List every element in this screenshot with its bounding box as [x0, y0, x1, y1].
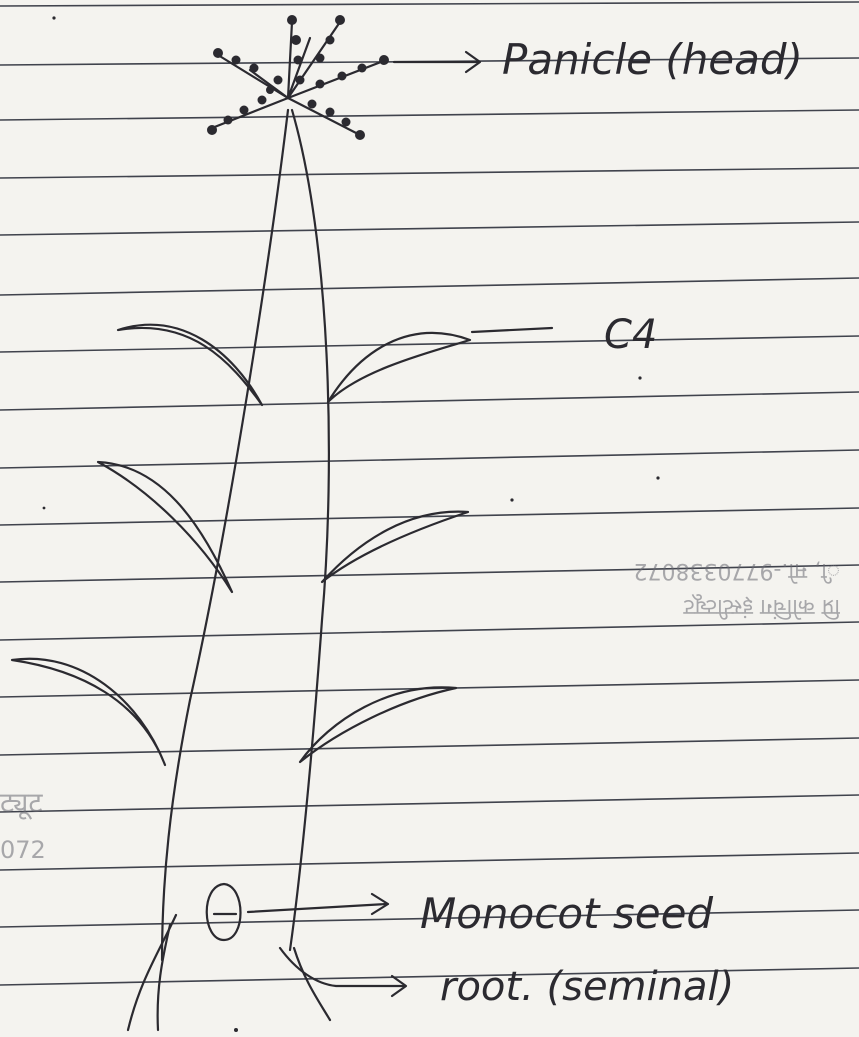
roots — [128, 915, 330, 1030]
bleed-text-left-2: 072 — [0, 836, 46, 864]
bleed-text-right-1: ी, मो.-9770338072 — [633, 558, 840, 584]
ruled-lines — [0, 2, 859, 985]
stem — [162, 110, 329, 960]
bleed-text-left-1: ट्यूट — [0, 786, 43, 820]
root-label: root. (seminal) — [440, 964, 734, 1010]
seed-label: Monocot seed — [420, 889, 713, 938]
seed-arrow — [248, 894, 388, 914]
root-arrow — [280, 948, 406, 996]
panicle-arrow — [394, 52, 480, 72]
c4-pointer — [472, 328, 552, 332]
panicle-head — [207, 15, 389, 140]
bleed-text-right-2: प्रि कोचिंग इंस्टीट्यूट — [683, 593, 840, 620]
leaves — [12, 325, 470, 765]
monocot-seed — [207, 884, 241, 940]
panicle-label: Panicle (head) — [502, 35, 803, 84]
stray-marks — [43, 16, 660, 1032]
c4-label: C4 — [604, 312, 657, 358]
